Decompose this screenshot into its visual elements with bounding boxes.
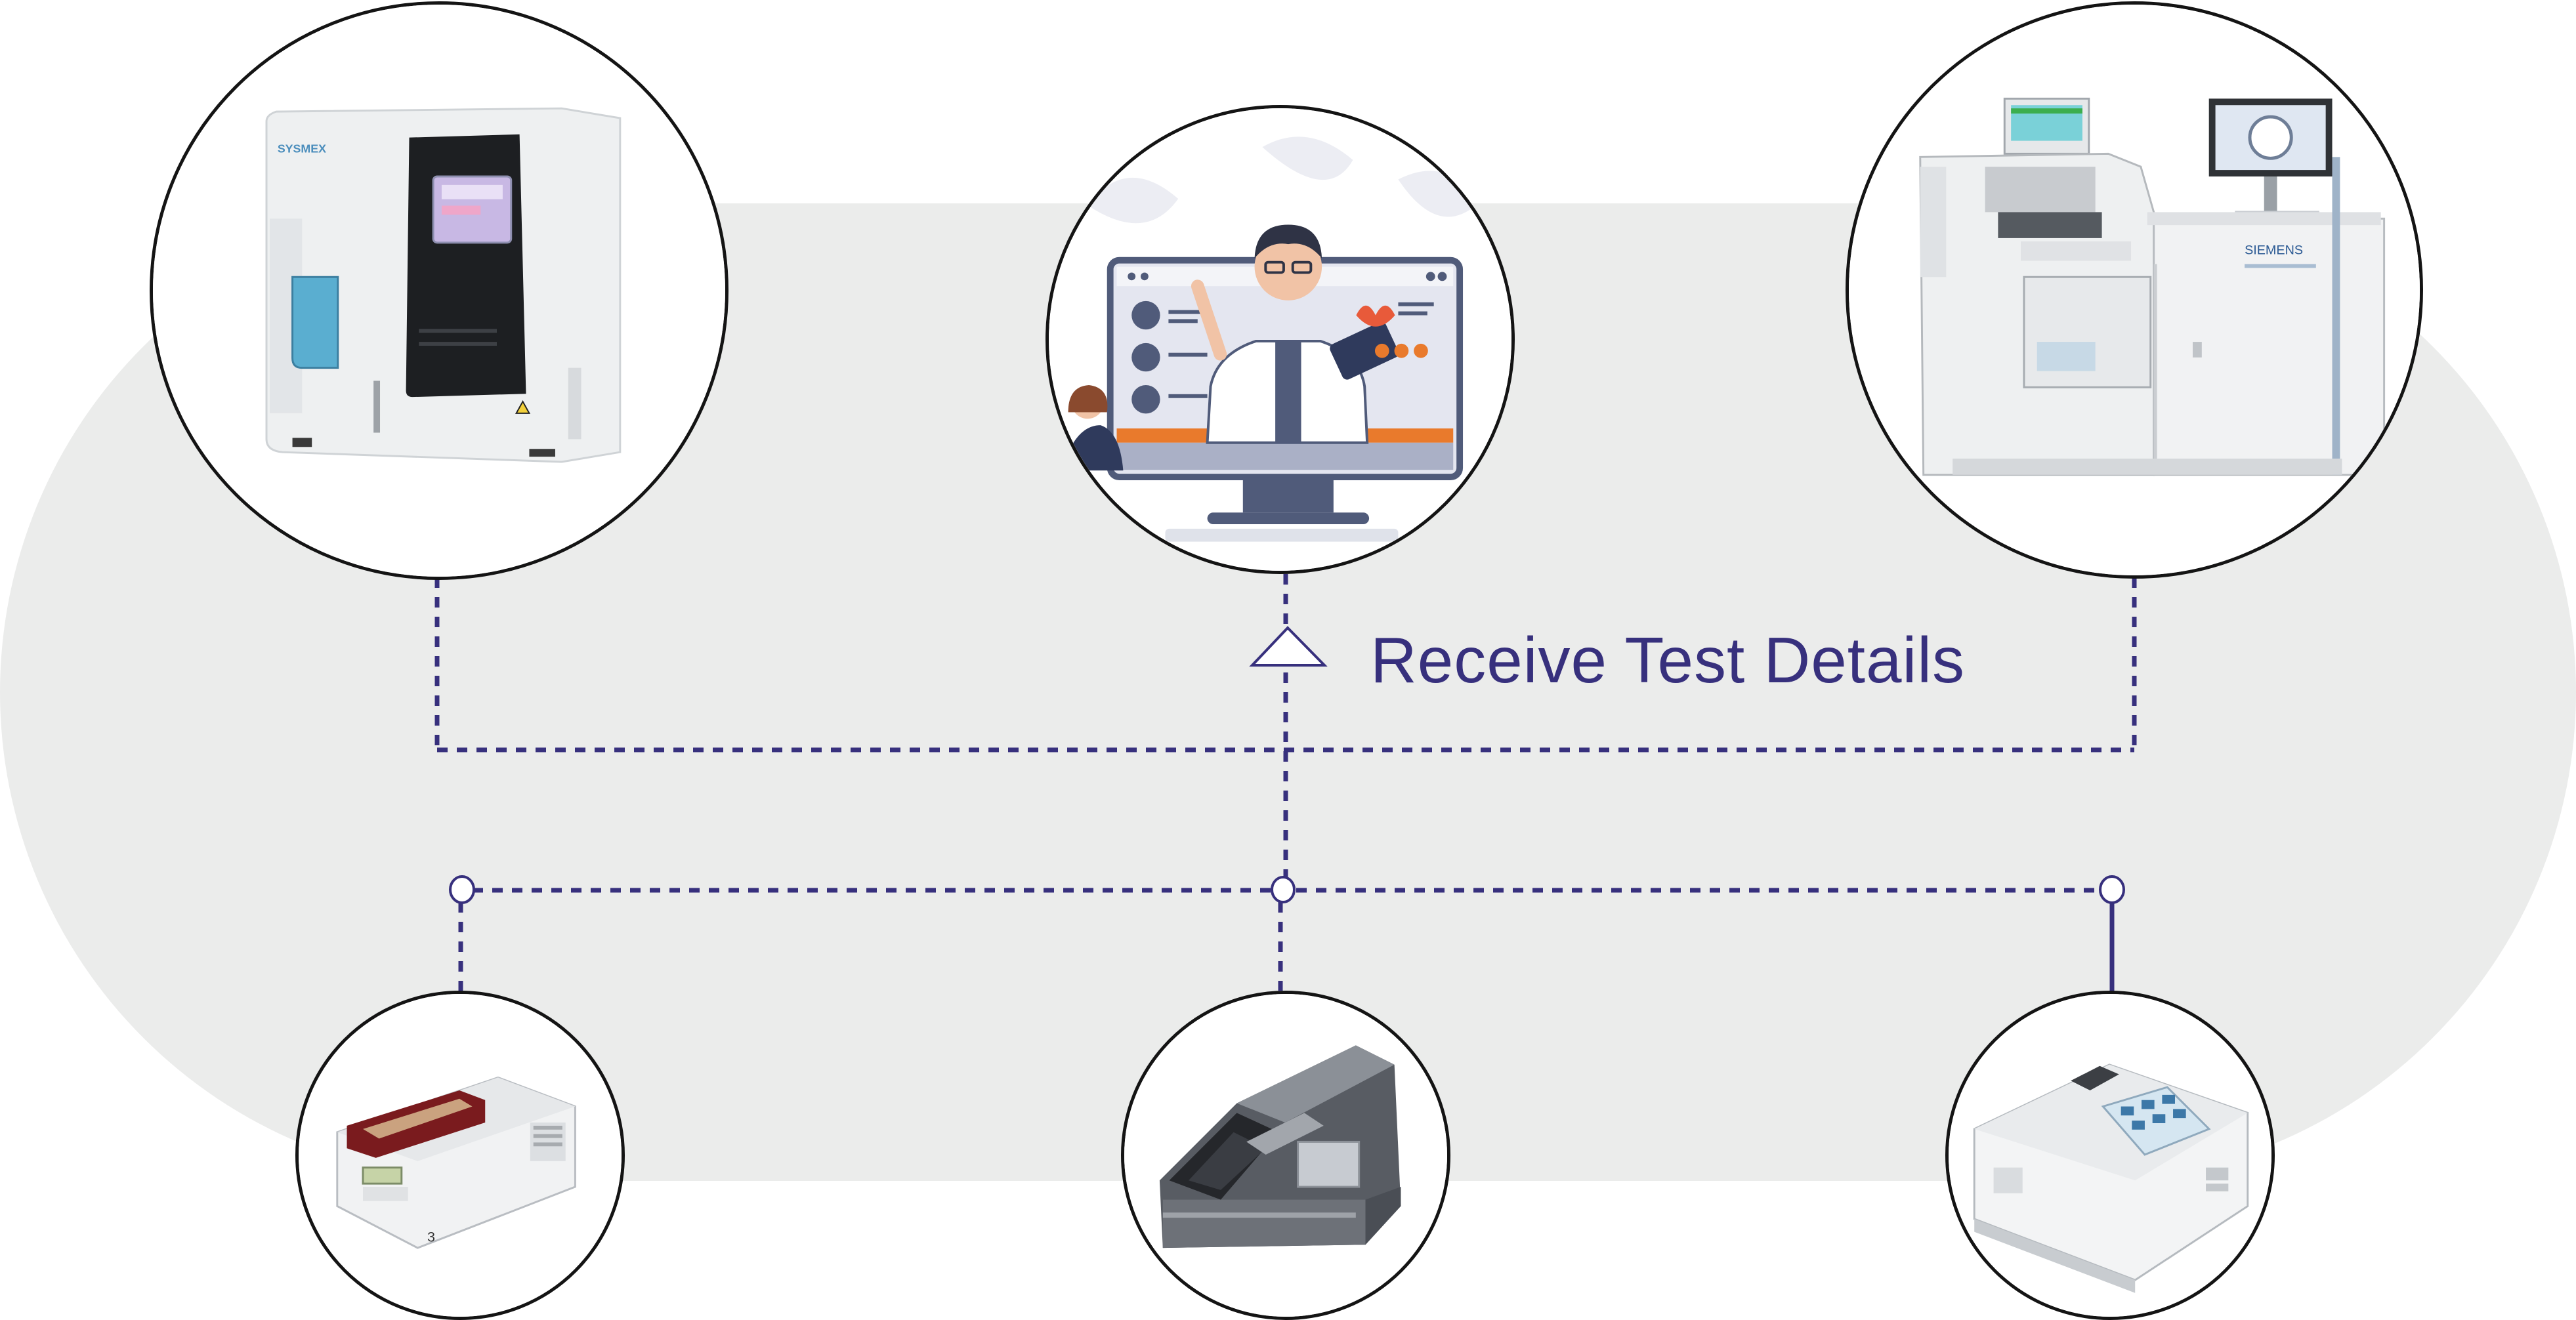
hematology-analyzer-node: SYSMEX bbox=[150, 1, 728, 580]
urine-analyzer-node bbox=[1945, 991, 2275, 1320]
chemistry-analyzer-icon: SIEMENS bbox=[1849, 5, 2420, 575]
receive-test-details-label: Receive Test Details bbox=[1370, 624, 1966, 696]
brand-badge: SIEMENS bbox=[2245, 243, 2303, 258]
telemedicine-doctor-icon bbox=[1049, 108, 1511, 571]
blood-gas-analyzer-icon bbox=[1124, 994, 1447, 1317]
model-number: 3 bbox=[427, 1228, 435, 1245]
microplate-analyzer-node: 3 bbox=[295, 991, 625, 1320]
hematology-analyzer-icon: SYSMEX bbox=[153, 5, 725, 577]
blood-gas-analyzer-node bbox=[1121, 991, 1450, 1320]
doctor-portal-node bbox=[1045, 105, 1515, 574]
direction-arrow-icon bbox=[1249, 626, 1328, 667]
junction-node-center bbox=[1271, 876, 1296, 903]
junction-node-right bbox=[2099, 875, 2125, 904]
junction-node-left bbox=[449, 875, 475, 904]
brand-badge: SYSMEX bbox=[278, 142, 326, 155]
touchscreen-analyzer-icon bbox=[1949, 994, 2271, 1317]
coagulation-analyzer-icon: 3 bbox=[299, 994, 622, 1317]
chemistry-analyzer-node: SIEMENS bbox=[1846, 1, 2423, 579]
